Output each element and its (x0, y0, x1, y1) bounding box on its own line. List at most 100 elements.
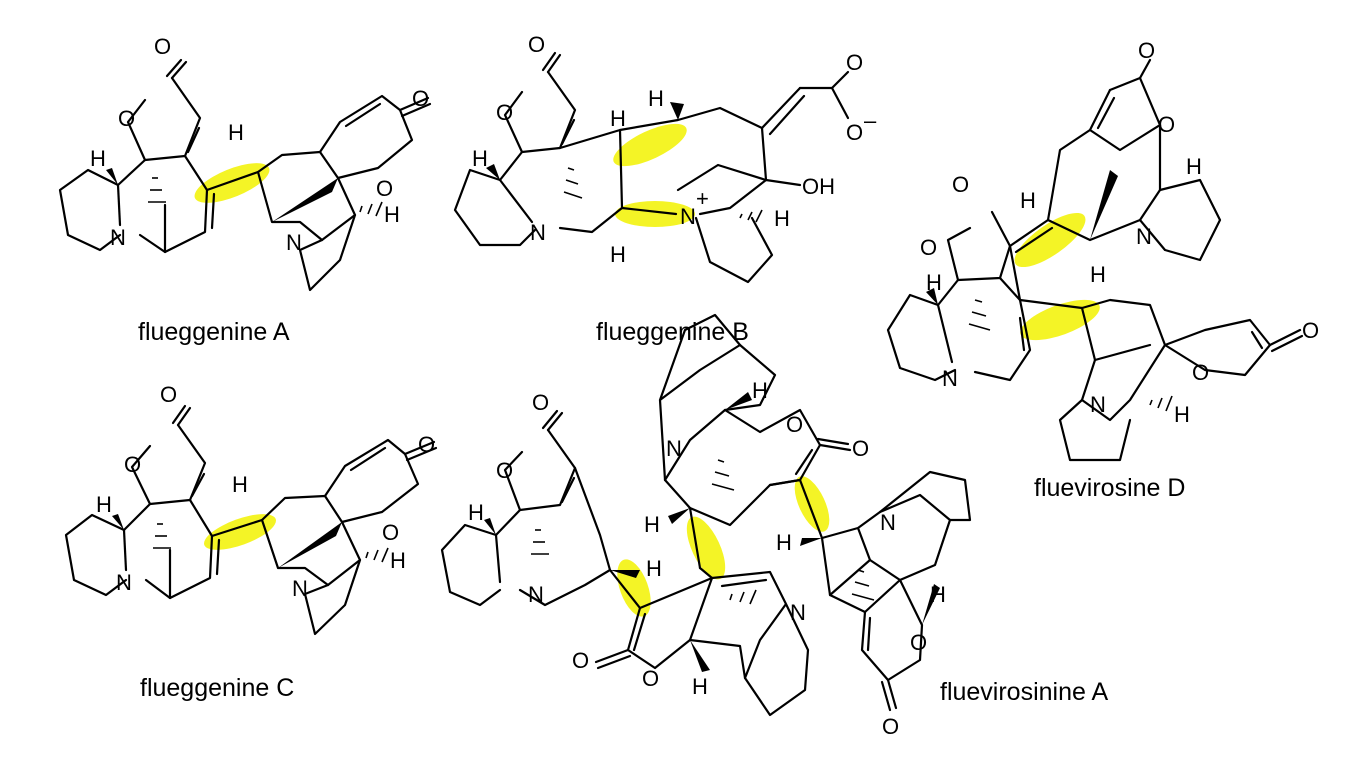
atom-label: N (880, 510, 896, 535)
wedge-bond (800, 538, 822, 546)
hashed-bond (729, 589, 757, 605)
atom-label: O (1158, 112, 1175, 137)
atom-label: O (1302, 318, 1319, 343)
atom-label: H (926, 270, 942, 295)
highlight-bond (613, 123, 687, 167)
atom-label: O (532, 390, 549, 415)
structure-flueggenine-c: O O H N H O O N H (64, 382, 438, 636)
atom-label: H (90, 146, 106, 171)
compound-name-flueggenine-c: flueggenine C (140, 674, 295, 702)
atom-label: O (124, 452, 141, 477)
wedge-bond (486, 164, 500, 180)
highlight-bond (194, 163, 270, 203)
atom-label: H (1020, 188, 1036, 213)
atom-label: O (852, 436, 869, 461)
atom-label: H (468, 500, 484, 525)
hashed-bond (739, 209, 763, 223)
atom-label: O (1138, 38, 1155, 63)
wedge-bond (670, 102, 684, 120)
atom-label: O (496, 458, 513, 483)
atom-label: O (418, 432, 435, 457)
hashed-bond (563, 167, 583, 199)
structure-fluevirosinine-a: O O H N H O O H N H N H O O H N H O O (440, 313, 972, 739)
highlight-bond (1020, 299, 1100, 341)
atom-label: N (286, 230, 302, 255)
atom-label: H (776, 530, 792, 555)
atom-label: O (786, 412, 803, 437)
hashed-bond (531, 529, 549, 555)
compound-name-flueggenine-b: flueggenine B (596, 318, 749, 346)
atom-label: N (530, 220, 546, 245)
hashed-bond (851, 569, 875, 601)
hashed-bond (711, 459, 735, 491)
wedge-bond (610, 570, 640, 578)
wedge-bond (922, 584, 940, 625)
atom-label: O (1192, 360, 1209, 385)
wedge-bond (668, 508, 690, 524)
charge-label: + (696, 186, 709, 211)
compound-name-fluevirosinine-a: fluevirosinine A (940, 678, 1109, 706)
atom-label: N (942, 366, 958, 391)
atom-label: O (846, 50, 863, 75)
hashed-bond (148, 177, 166, 203)
atom-label: N (292, 576, 308, 601)
atom-label: H (1186, 154, 1202, 179)
atom-label: O (572, 648, 589, 673)
atom-label: H (390, 548, 406, 573)
atom-label: H (774, 206, 790, 231)
charge-label: – (864, 108, 877, 133)
wedge-bond (112, 514, 124, 530)
atom-label: H (96, 492, 112, 517)
highlight-bond (1014, 212, 1086, 268)
atom-label: O (920, 235, 937, 260)
structure-fluevirosine-d: O O H N H O O H N H O O N H (886, 38, 1319, 462)
atom-label: H (648, 86, 664, 111)
wedge-bond (106, 168, 118, 185)
atom-label: N (116, 570, 132, 595)
atom-label: N (1090, 392, 1106, 417)
atom-label: O (376, 176, 393, 201)
atom-label: O (160, 382, 177, 407)
hashed-bond (1149, 395, 1173, 412)
atom-label: H (610, 106, 626, 131)
atom-label: O (412, 86, 429, 111)
atom-label: O (118, 106, 135, 131)
atom-label: H (232, 472, 248, 497)
atom-label: H (384, 202, 400, 227)
atom-label: H (930, 582, 946, 607)
highlight-bond (615, 201, 695, 227)
compound-name-fluevirosine-d: fluevirosine D (1034, 474, 1186, 502)
atom-label: OH (802, 174, 835, 199)
wedge-bond (484, 518, 496, 535)
atom-label: H (1090, 262, 1106, 287)
atom-label: O (382, 520, 399, 545)
atom-label: H (1174, 402, 1190, 427)
atom-label: N (528, 582, 544, 607)
atom-label: N (680, 204, 696, 229)
highlight-bond (686, 516, 726, 580)
atom-label: H (472, 146, 488, 171)
atom-label: N (1136, 224, 1152, 249)
atom-label: O (496, 100, 513, 125)
atom-label: O (846, 120, 863, 145)
atom-label: H (752, 378, 768, 403)
wedge-bond (690, 640, 710, 672)
highlight-bond (204, 514, 276, 550)
atom-label: H (646, 556, 662, 581)
atom-label: H (228, 120, 244, 145)
hashed-bond (359, 201, 383, 217)
wedge-bond (725, 392, 752, 410)
wedge-bond (278, 522, 342, 568)
atom-label: O (952, 172, 969, 197)
atom-label: N (790, 600, 806, 625)
hashed-bond (365, 547, 389, 563)
atom-label: H (692, 674, 708, 699)
hashed-bond (968, 299, 991, 331)
wedge-bond (926, 288, 938, 305)
hashed-bond (153, 523, 171, 549)
structure-flueggenine-b: O O H N H H H N + H OH O O – (453, 32, 877, 284)
atom-label: N (666, 436, 682, 461)
wedge-bond (1090, 170, 1118, 240)
atom-label: N (110, 225, 126, 250)
